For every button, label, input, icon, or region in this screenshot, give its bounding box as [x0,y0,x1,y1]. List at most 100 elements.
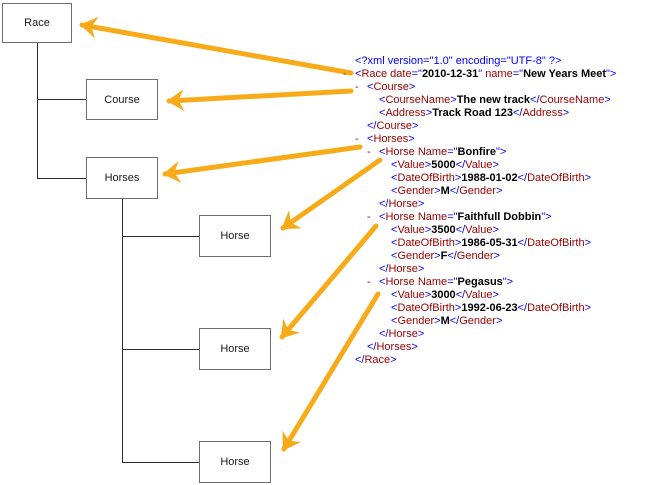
xml-line-content: </Horse> [379,263,424,276]
collapse-marker-icon: - [367,276,371,288]
xml-tag-name: Race date [361,68,412,80]
xml-punctuation: > [604,94,611,106]
xml-value: Track Road 123 [432,107,513,119]
xml-line-content: <Gender>M</Gender> [391,315,502,328]
xml-punctuation: > [492,224,499,236]
xml-value: 5000 [431,159,456,171]
arrow-race-element-to-race-node [79,16,354,76]
xml-punctuation: </ [355,354,365,366]
connector-to-course [37,99,86,100]
xml-value: M [440,315,450,327]
xml-tag-name: Gender [456,250,494,262]
tree-node-horse-1: Horse [199,215,271,257]
xml-tag-name: Value [397,224,425,236]
xml-source-line: -<Horse Name="Faithfull Dobbin"> [343,211,616,224]
xml-tag-name: Horse [388,263,418,275]
xml-source-line: -<Course> [343,81,616,94]
xml-tag-name: Gender [459,185,496,197]
xml-punctuation: " [478,68,486,80]
xml-punctuation: > [434,315,441,327]
xml-punctuation: "> [541,211,552,223]
xml-value: 3000 [431,289,456,301]
xml-punctuation: > [390,354,397,366]
xml-punctuation: < [391,185,398,197]
xml-punctuation: > [450,94,457,106]
xml-punctuation: < [391,172,398,184]
connector-horses-trunk [122,199,123,462]
xml-punctuation: > [408,81,416,93]
xml-line-content: <CourseName>The new track</CourseName> [379,94,611,107]
xml-tag-name: DateOfBirth [527,237,585,249]
xml-punctuation: > [454,172,462,184]
xml-tag-name: DateOfBirth [527,302,585,314]
xml-punctuation: <?xml version="1.0" encoding="UTF-8" ?> [355,55,562,67]
xml-punctuation: < [379,146,386,158]
xml-punctuation: > [493,250,500,262]
xml-source-line: <DateOfBirth>1986-05-31</DateOfBirth> [343,237,616,250]
xml-punctuation: </ [517,237,528,249]
xml-source-line: <DateOfBirth>1992-06-23</DateOfBirth> [343,302,616,315]
xml-source-line: -<Horses> [343,133,616,146]
xml-tag-name: Value [465,159,493,171]
xml-punctuation: </ [455,159,466,171]
xml-tag-name: Gender [397,250,435,262]
xml-line-content: </Horse> [379,328,424,341]
arrow-horses-element-to-horses-node [162,144,363,183]
xml-punctuation: < [391,289,398,301]
xml-punctuation: </ [367,120,377,132]
xml-punctuation: </ [517,172,528,184]
xml-punctuation: =" [447,276,458,288]
xml-tag-name: Value [397,289,425,301]
connector-to-horse-3 [122,462,199,463]
xml-value: Pegasus [457,276,503,288]
xml-tag-name: Horse Name [385,276,448,288]
xml-tag-name: Gender [459,315,496,327]
xml-source-line: <DateOfBirth>1988-01-02</DateOfBirth> [343,172,616,185]
xml-value: New Years Meet [523,68,607,80]
xml-punctuation: > [492,159,499,171]
xml-punctuation: </ [455,224,466,236]
xml-source-line: </Horse> [343,263,616,276]
xml-source-line: </Horse> [343,198,616,211]
tree-node-race: Race [2,3,72,43]
xml-punctuation: </ [379,263,389,275]
tree-node-label: Horse [220,343,250,355]
xml-tag-name: CourseName [385,94,451,106]
xml-punctuation: < [379,94,386,106]
xml-punctuation: > [495,185,503,197]
xml-tag-name: CourseName [539,94,605,106]
xml-punctuation: < [367,133,374,145]
xml-source-line: <Value>3500</Value> [343,224,616,237]
xml-punctuation: > [495,315,503,327]
xml-punctuation: > [417,198,425,210]
xml-line-content: <Value>5000</Value> [391,159,499,172]
xml-line-content: <Horse Name="Faithfull Dobbin"> [379,211,552,224]
xml-line-content: <Value>3000</Value> [391,289,499,302]
xml-line-content: <Horses> [367,133,415,146]
xml-punctuation: > [454,302,462,314]
xml-line-content: <DateOfBirth>1986-05-31</DateOfBirth> [391,237,591,250]
connector-to-horses [37,178,86,179]
xml-punctuation: < [391,159,398,171]
xml-punctuation: < [391,250,398,262]
xml-source-line: <Value>3000</Value> [343,289,616,302]
xml-punctuation: </ [517,302,528,314]
xml-punctuation: < [379,211,386,223]
xml-tag-name: name [485,68,513,80]
xml-punctuation: "> [502,276,514,288]
xml-punctuation: =" [411,68,422,80]
xml-punctuation: > [417,328,425,340]
xml-line-content: <Race date="2010-12-31" name="New Years … [355,68,616,81]
tree-node-label: Horse [220,456,250,468]
xml-punctuation: < [391,224,398,236]
collapse-marker-icon: - [343,68,347,80]
xml-tag-name: Horse [388,328,418,340]
xml-line-content: <Gender>M</Gender> [391,185,502,198]
xml-punctuation: < [379,276,386,288]
connector-to-horse-2 [122,349,199,350]
xml-source-line: <CourseName>The new track</CourseName> [343,94,616,107]
xml-tag-name: Value [397,159,425,171]
xml-tag-name: Value [465,224,493,236]
xml-tag-name: Horses [376,341,412,353]
